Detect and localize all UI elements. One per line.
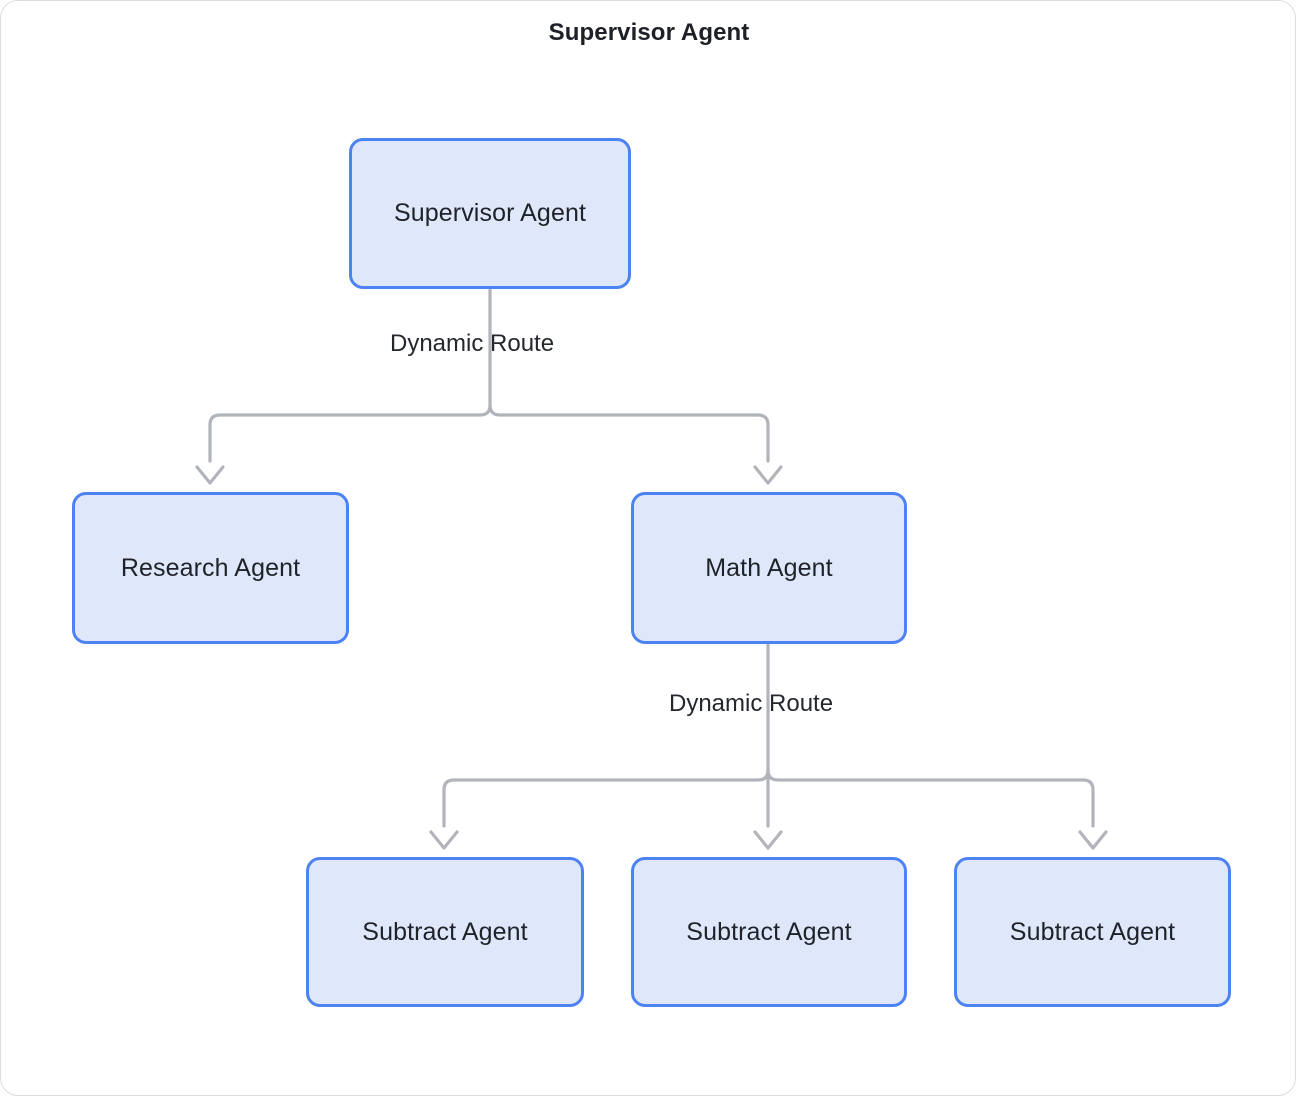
node-label: Supervisor Agent xyxy=(394,199,586,227)
arrowhead-research xyxy=(195,465,225,485)
edge-math-subtract-1 xyxy=(442,768,770,828)
node-label: Subtract Agent xyxy=(362,917,528,946)
node-label: Math Agent xyxy=(705,553,833,582)
edge-math-subtract-3 xyxy=(766,768,1095,828)
node-label: Research Agent xyxy=(120,553,301,582)
edge-label-dynamic-route-bottom: Dynamic Route xyxy=(669,690,834,717)
node-subtract-agent-2[interactable]: Subtract Agent xyxy=(631,857,907,1007)
arrowhead-subtract-2 xyxy=(753,830,783,850)
edge-supervisor-research xyxy=(208,403,492,463)
arrowhead-math xyxy=(753,465,783,485)
node-label: Subtract Agent xyxy=(686,917,852,946)
arrowhead-subtract-3 xyxy=(1078,830,1108,850)
node-subtract-agent-3[interactable]: Subtract Agent xyxy=(954,857,1231,1007)
page-title: Supervisor Agent xyxy=(548,19,750,46)
node-label: Subtract Agent xyxy=(1009,917,1176,946)
node-supervisor-agent[interactable]: Supervisor Agent xyxy=(349,138,631,289)
node-math-agent[interactable]: Math Agent xyxy=(631,492,907,644)
node-research-agent[interactable]: Research Agent xyxy=(72,492,349,644)
edge-supervisor-math xyxy=(488,403,770,463)
edge-label-dynamic-route-top: Dynamic Route xyxy=(390,330,555,357)
node-subtract-agent-1[interactable]: Subtract Agent xyxy=(306,857,584,1007)
arrowhead-subtract-1 xyxy=(429,830,459,850)
